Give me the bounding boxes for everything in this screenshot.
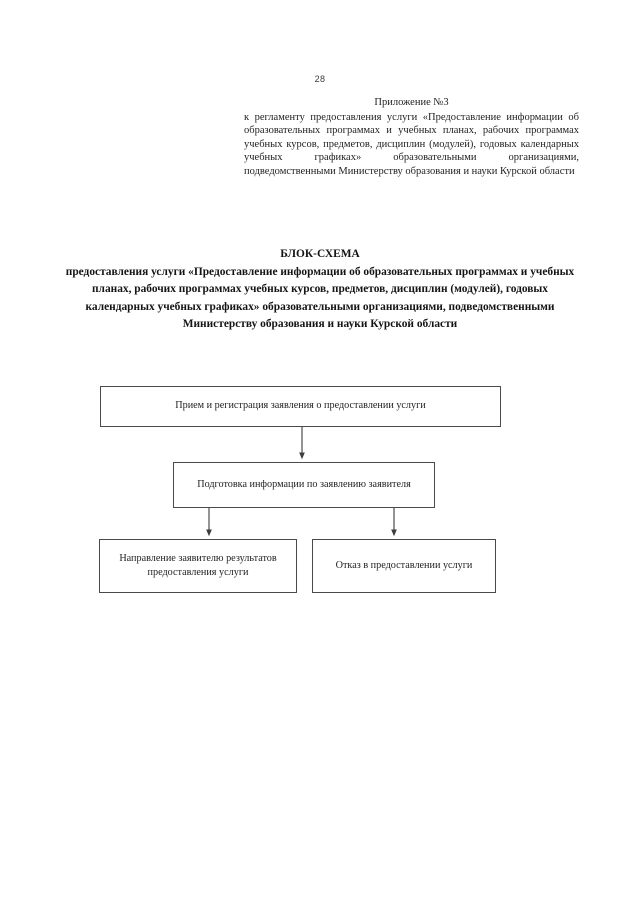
page-title-main: БЛОК-СХЕМА	[280, 248, 360, 260]
page-title: БЛОК-СХЕМА предоставления услуги «Предос…	[60, 246, 580, 333]
appendix-title: Приложение №3	[374, 97, 449, 108]
page-number: 28	[314, 74, 326, 84]
appendix-header-block: Приложение №3 к регламенту предоставлени…	[244, 96, 579, 179]
flowchart-node-prepare: Подготовка информации по заявлению заяви…	[173, 462, 435, 508]
flowchart-node-send-result: Направление заявителю результатов предос…	[99, 539, 297, 593]
appendix-reference-text: к регламенту предоставления услуги «Пред…	[244, 111, 579, 177]
flowchart-node-intake: Прием и регистрация заявления о предоста…	[100, 386, 501, 427]
flowchart-node-refusal: Отказ в предоставлении услуги	[312, 539, 496, 593]
page-title-subtitle: предоставления услуги «Предоставление ин…	[65, 266, 575, 330]
